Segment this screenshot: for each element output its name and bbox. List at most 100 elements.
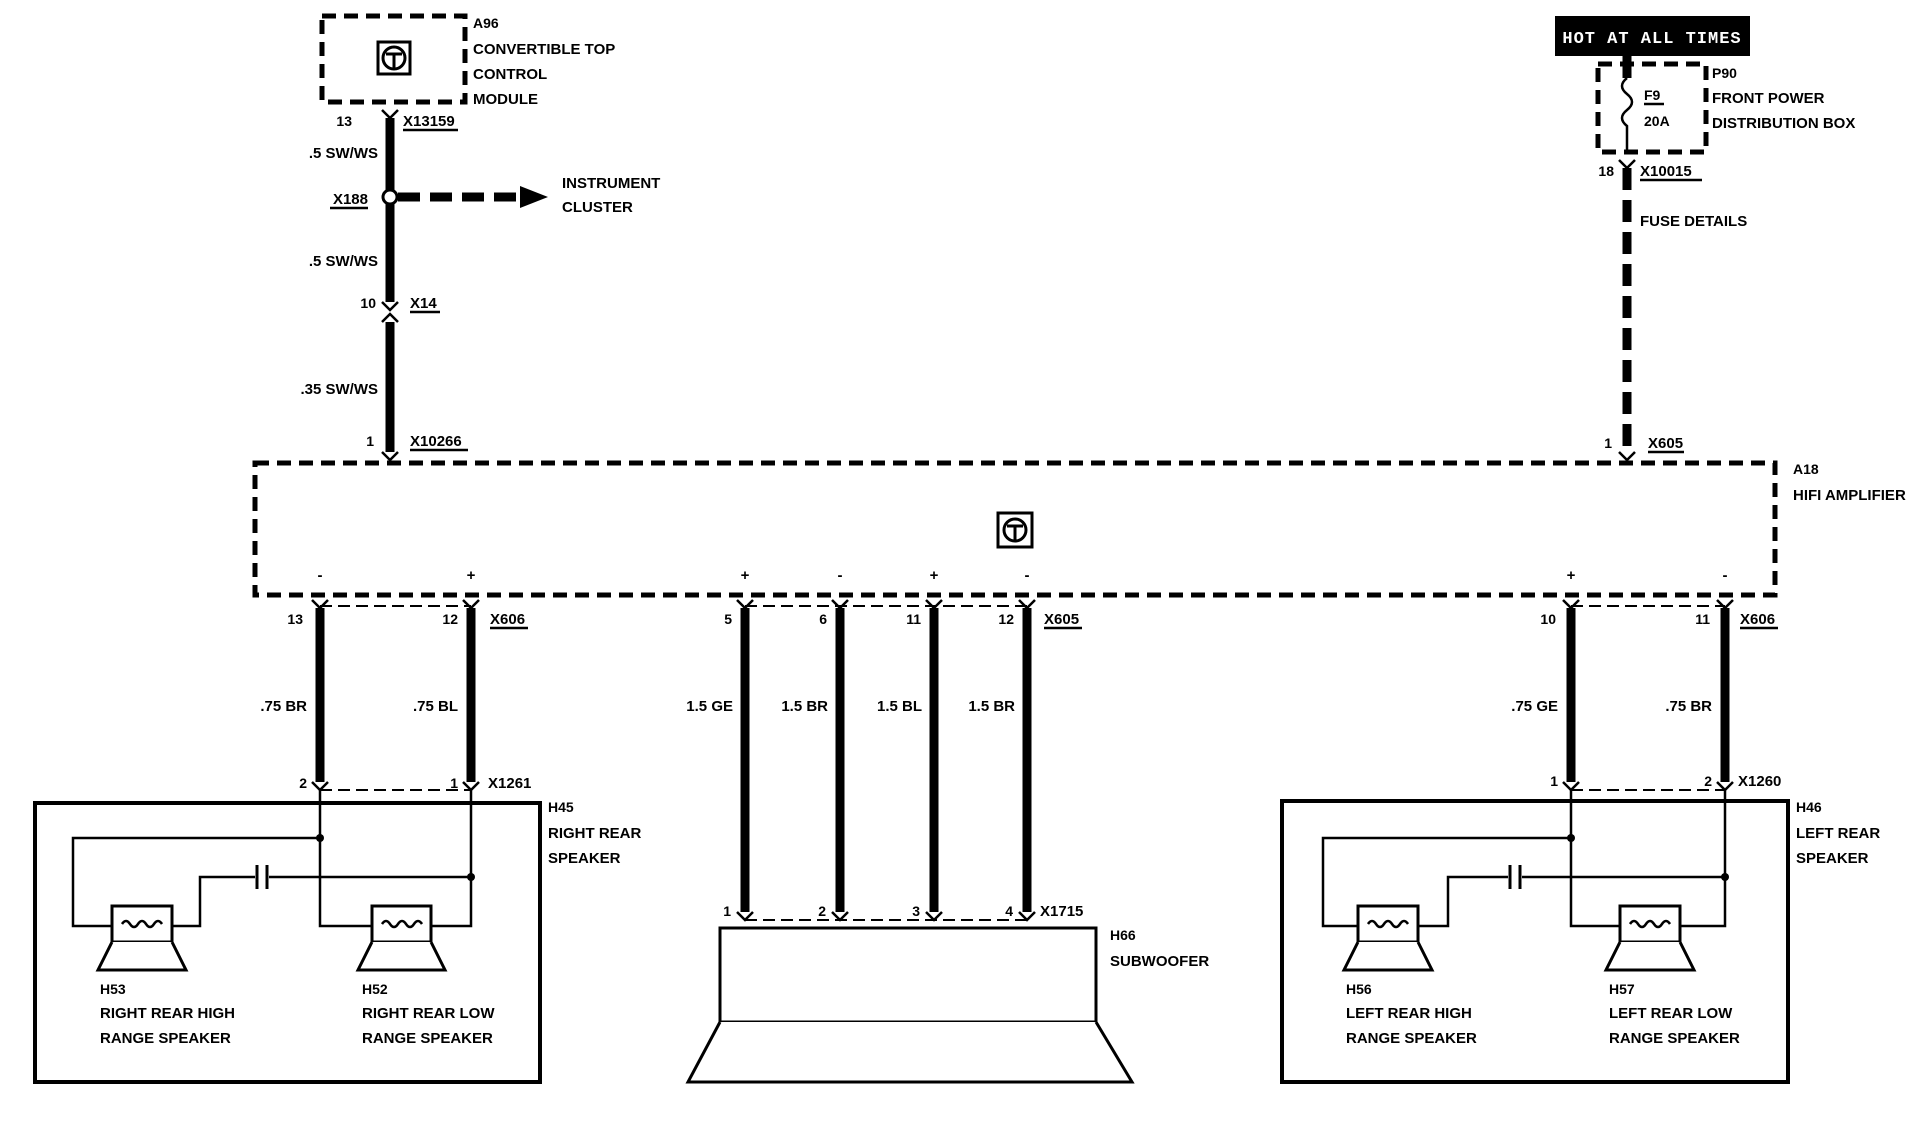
- right-rear-wires[interactable]: [311, 599, 480, 792]
- amp-power-pin: 1: [1604, 435, 1612, 451]
- lr-wire-b: .75 BR: [1665, 698, 1712, 715]
- lr-amp-connector: X606: [1740, 611, 1775, 628]
- subwoofer-wires[interactable]: [736, 599, 1036, 922]
- right-rear-speaker-assembly[interactable]: H53 RIGHT REAR HIGH RANGE SPEAKER H52 RI…: [33, 790, 542, 1084]
- lr-pin-b: 11: [1695, 611, 1710, 627]
- rr-pol-minus: -: [318, 567, 323, 584]
- sub-wire-3: 1.5 BL: [877, 698, 922, 715]
- cluster-line2: CLUSTER: [562, 199, 633, 216]
- wire-label-3: .35 SW/WS: [300, 381, 378, 398]
- rr-wire-b: .75 BL: [413, 698, 458, 715]
- rr-spk-pin-b: 1: [450, 775, 458, 791]
- rr-amp-connector: X606: [490, 611, 525, 628]
- sub-amp-pin-3: 11: [906, 611, 921, 627]
- fuse-details-link[interactable]: FUSE DETAILS: [1640, 213, 1747, 230]
- module-name-line2: CONTROL: [473, 66, 547, 83]
- rr-name-line1: RIGHT REAR: [548, 825, 642, 842]
- rr-pol-plus: +: [467, 567, 476, 584]
- sub-wire-1: 1.5 GE: [686, 698, 733, 715]
- wire-label-1: .5 SW/WS: [309, 145, 378, 162]
- sub-pol-2: -: [838, 567, 843, 584]
- lr-high-line2: RANGE SPEAKER: [1346, 1030, 1477, 1047]
- lr-low-line1: LEFT REAR LOW: [1609, 1005, 1733, 1022]
- amplifier-id: A18: [1793, 461, 1819, 477]
- fuse-rating: 20A: [1644, 113, 1670, 129]
- speaker-icon: [1341, 904, 1435, 972]
- amplifier-name: HIFI AMPLIFIER: [1793, 487, 1906, 504]
- rr-spk-pin-a: 2: [299, 775, 307, 791]
- subwoofer-enclosure[interactable]: [685, 926, 1135, 1084]
- wire-label-2: .5 SW/WS: [309, 253, 378, 270]
- speaker-icon: [355, 904, 448, 972]
- lr-spk-pin-a: 1: [1550, 773, 1558, 789]
- fuse-icon: [1620, 77, 1634, 150]
- sub-wire-4: 1.5 BR: [968, 698, 1015, 715]
- rr-pin-b: 12: [442, 611, 458, 627]
- x10266-pin: 1: [366, 433, 374, 449]
- sub-spk-pin-3: 3: [912, 903, 920, 919]
- rr-low-id: H52: [362, 981, 388, 997]
- sub-amp-pin-4: 12: [998, 611, 1014, 627]
- lr-pol-plus: +: [1567, 567, 1576, 584]
- module-symbol-icon: [376, 40, 412, 76]
- sub-spk-pin-1: 1: [723, 903, 731, 919]
- speaker-icon: [95, 904, 189, 972]
- lr-spk-pin-b: 2: [1704, 773, 1712, 789]
- speaker-icon: [1603, 904, 1697, 972]
- sub-spk-pin-4: 4: [1005, 903, 1013, 919]
- lr-pin-a: 10: [1540, 611, 1556, 627]
- lr-id: H46: [1796, 799, 1822, 815]
- module-name-line1: CONVERTIBLE TOP: [473, 41, 615, 58]
- sub-wire-2: 1.5 BR: [781, 698, 828, 715]
- convertible-top-control-module[interactable]: A96 CONVERTIBLE TOP CONTROL MODULE: [319, 13, 615, 108]
- capacitor-icon: [255, 865, 269, 889]
- rr-low-line1: RIGHT REAR LOW: [362, 1005, 495, 1022]
- module-id: A96: [473, 15, 499, 31]
- rr-wire-a: .75 BR: [260, 698, 307, 715]
- module-pin: 13: [336, 113, 352, 129]
- rr-id: H45: [548, 799, 574, 815]
- sub-amp-pin-1: 5: [724, 611, 732, 627]
- rr-low-line2: RANGE SPEAKER: [362, 1030, 493, 1047]
- box-name-line2: DISTRIBUTION BOX: [1712, 115, 1855, 132]
- sub-pol-3: +: [930, 567, 939, 584]
- top-wire-run[interactable]: [381, 109, 399, 462]
- splice-x188[interactable]: [381, 186, 548, 208]
- sub-id: H66: [1110, 927, 1136, 943]
- x10015-pin: 18: [1598, 163, 1614, 179]
- splice-label: X188: [333, 191, 368, 208]
- cluster-line1: INSTRUMENT: [562, 175, 660, 192]
- x14-connector: X14: [410, 295, 437, 312]
- sub-name: SUBWOOFER: [1110, 953, 1209, 970]
- amplifier-symbol-icon: [996, 511, 1034, 549]
- lr-name-line2: SPEAKER: [1796, 850, 1869, 867]
- sub-pol-1: +: [741, 567, 750, 584]
- lr-low-id: H57: [1609, 981, 1635, 997]
- lr-spk-connector: X1260: [1738, 773, 1781, 790]
- box-name-line1: FRONT POWER: [1712, 90, 1825, 107]
- rr-high-line2: RANGE SPEAKER: [100, 1030, 231, 1047]
- x14-pin: 10: [360, 295, 376, 311]
- lr-high-id: H56: [1346, 981, 1372, 997]
- capacitor-icon: [1508, 865, 1522, 889]
- power-wire-run[interactable]: [1618, 159, 1636, 462]
- hot-at-all-times-badge: HOT AT ALL TIMES: [1555, 16, 1750, 56]
- rr-spk-connector: X1261: [488, 775, 531, 792]
- x10015-connector: X10015: [1640, 163, 1692, 180]
- front-power-distribution-box[interactable]: F9 20A P90 FRONT POWER DISTRIBUTION BOX: [1595, 56, 1855, 155]
- x10266-connector: X10266: [410, 433, 462, 450]
- sub-spk-pin-2: 2: [818, 903, 826, 919]
- left-rear-wires[interactable]: [1562, 599, 1734, 792]
- box-id: P90: [1712, 65, 1737, 81]
- hifi-amplifier[interactable]: [252, 460, 1778, 598]
- lr-pol-minus: -: [1723, 567, 1728, 584]
- rr-high-id: H53: [100, 981, 126, 997]
- rr-name-line2: SPEAKER: [548, 850, 621, 867]
- sub-amp-connector: X605: [1044, 611, 1079, 628]
- sub-pol-4: -: [1025, 567, 1030, 584]
- amp-power-connector: X605: [1648, 435, 1683, 452]
- hot-label: HOT AT ALL TIMES: [1562, 30, 1741, 49]
- sub-amp-pin-2: 6: [819, 611, 827, 627]
- left-rear-speaker-assembly[interactable]: H56 LEFT REAR HIGH RANGE SPEAKER H57 LEF…: [1280, 790, 1790, 1084]
